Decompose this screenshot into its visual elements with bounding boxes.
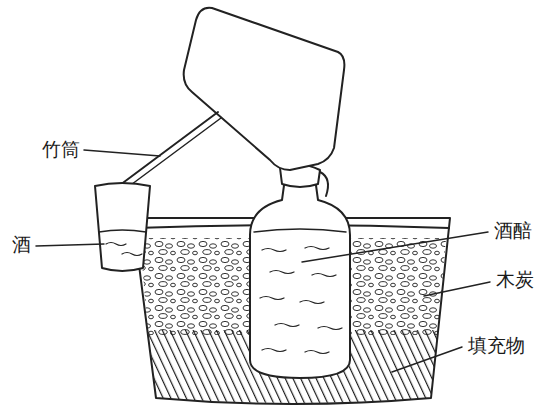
part-label: 酒 xyxy=(12,235,31,256)
wine-surface xyxy=(99,230,146,232)
joint-tape xyxy=(320,172,328,196)
mash-waves xyxy=(260,247,342,354)
mash-bottle xyxy=(250,178,350,378)
part-label: 竹筒 xyxy=(42,140,80,161)
bamboo-tube xyxy=(116,112,218,188)
part-label: 填充物 xyxy=(468,336,525,357)
part-label: 木炭 xyxy=(496,270,534,291)
mash-surface xyxy=(254,229,346,232)
wine-waves xyxy=(106,243,142,256)
leader-lines xyxy=(36,150,490,372)
part-label: 酒醅 xyxy=(494,221,532,242)
condenser-bottle xyxy=(184,8,345,170)
wine-cup xyxy=(95,183,150,271)
bamboo-tube xyxy=(120,118,221,193)
